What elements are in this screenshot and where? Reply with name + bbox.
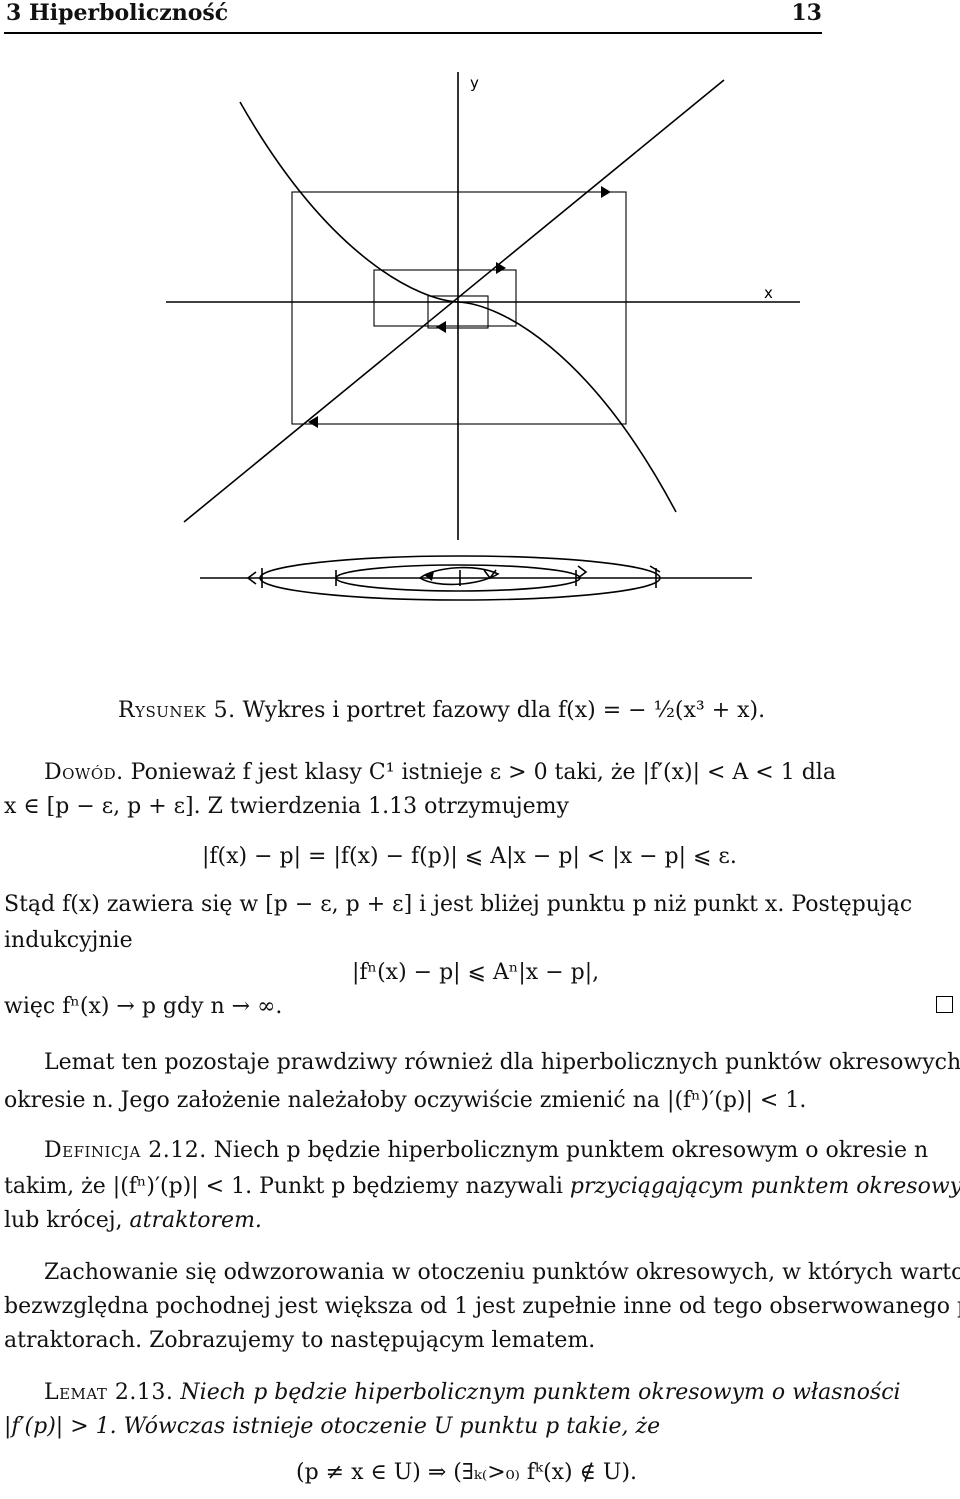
definition-line-3: lub krócej, atraktorem. [4,1204,262,1238]
figure-caption: Rysunek 5. Wykres i portret fazowy dla f… [118,694,765,728]
proof-line-1: Dowód. Ponieważ f jest klasy C¹ istnieje… [44,756,836,790]
caption-text: Wykres i portret fazowy dla f(x) = − ½(x… [242,698,766,723]
proof-line-2: x ∈ [p − ε, p + ε]. Z twierdzenia 1.13 o… [4,794,569,819]
proof-line-3: Stąd f(x) zawiera się w [p − ε, p + ε] i… [4,892,913,917]
definition-text-2: takim, że |(fⁿ)′(p)| < 1. Punkt p będzie… [4,1174,570,1199]
qed-square-icon [936,996,953,1013]
caption-label: Rysunek 5. [118,698,236,723]
remark-line-2: okresie n. Jego założenie należałoby ocz… [4,1088,807,1113]
proof-formula-1: |f(x) − p| = |f(x) − f(p)| ⩽ A|x − p| < … [202,844,737,869]
phase-orbit-outer [259,555,661,601]
header-rule [4,32,822,34]
y-axis-label: y [470,74,479,92]
proof-line-5: więc fⁿ(x) → p gdy n → ∞. [4,994,283,1019]
lemma-line-1: Lemat 2.13. Niech p będzie hiperboliczny… [44,1376,901,1410]
definition-text-1: Niech p będzie hiperbolicznym punktem ok… [213,1138,929,1163]
arrow-marker [436,321,446,333]
lemma-text-1: Niech p będzie hiperbolicznym punktem ok… [180,1380,901,1405]
cobweb-rect-outer [291,191,627,425]
cobweb-rect-inner [427,295,489,329]
proof-formula-2: |fⁿ(x) − p| ⩽ Aⁿ|x − p|, [352,960,600,985]
definition-term: przyciągającym punktem okresowym [569,1174,960,1199]
definition-label: Definicja 2.12. [44,1138,207,1163]
proof-label: Dowód. [44,760,124,785]
lemma-label: Lemat 2.13. [44,1380,174,1405]
definition-text-3: lub krócej, [4,1208,130,1233]
paragraph-line-3: atraktorach. Zobrazujemy to następującym… [4,1328,596,1353]
paragraph-line-2: bezwzględna pochodnej jest większa od 1 … [4,1294,960,1319]
arrow-marker [601,186,611,198]
definition-line-1: Definicja 2.12. Niech p będzie hiperboli… [44,1134,928,1168]
cubic-curve [239,101,677,513]
phase-orbit-inner [419,566,500,586]
remark-line-1: Lemat ten pozostaje prawdziwy również dl… [44,1050,960,1075]
lemma-line-2: |f′(p)| > 1. Wówczas istnieje otoczenie … [4,1414,661,1439]
proof-text-1: Ponieważ f jest klasy C¹ istnieje ε > 0 … [130,760,836,785]
lemma-formula: (p ≠ x ∈ U) ⇒ (∃ₖ₍>₀₎ fᵏ(x) ∉ U). [296,1460,638,1485]
definition-line-2: takim, że |(fⁿ)′(p)| < 1. Punkt p będzie… [4,1170,960,1204]
x-axis-label: x [764,284,773,302]
arrow-marker [496,262,506,274]
figure-graph-and-phase-portrait: y x [166,72,800,601]
definition-term-2: atraktorem. [129,1208,262,1233]
arrow-marker [308,416,318,428]
section-title: 3 Hiperboliczność [6,0,229,26]
proof-line-4: indukcyjnie [4,928,133,953]
page-number: 13 [791,0,822,26]
paragraph-line-1: Zachowanie się odwzorowania w otoczeniu … [44,1260,960,1285]
